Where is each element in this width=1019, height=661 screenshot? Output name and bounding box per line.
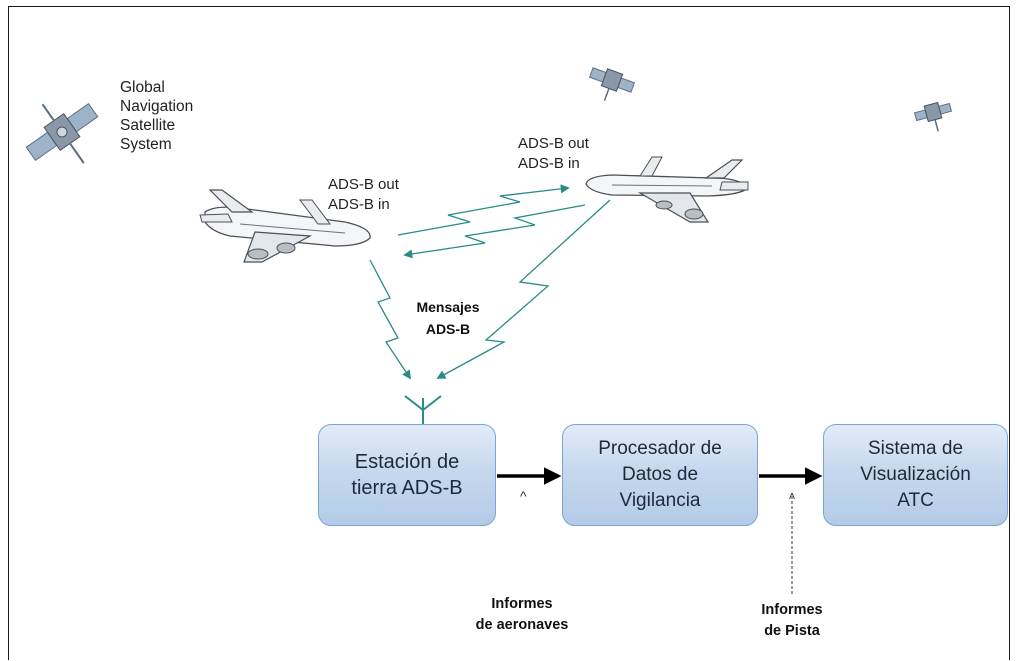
air-to-air-links <box>397 184 586 259</box>
ground-antenna-icon <box>404 395 442 424</box>
aircraft-right-icon <box>585 156 749 223</box>
runway-reports-label: Informes de Pista <box>761 602 823 639</box>
satellite-icon <box>588 67 636 101</box>
caret-mark: ^ <box>520 488 527 504</box>
messages-label: Mensajes ADS-B <box>416 299 480 337</box>
aircraft-left-label: ADS-B out ADS-B in <box>328 176 399 213</box>
ground-station-box: Estación de tierra ADS-B <box>318 424 496 526</box>
atc-display-box: Sistema de Visualización ATC <box>823 424 1008 526</box>
processor-box: Procesador de Datos de Vigilancia <box>562 424 758 526</box>
gnss-satellite-icon <box>25 102 99 164</box>
diagram-frame <box>8 6 1010 660</box>
aircraft-left-icon <box>199 189 371 263</box>
gnss-label: Global Navigation Satellite System <box>120 79 194 153</box>
aircraft-reports-label: Informes de aeronaves <box>475 596 569 633</box>
aircraft-right-label: ADS-B out ADS-B in <box>518 135 589 172</box>
satellite-icon <box>913 101 953 132</box>
air-to-ground-links <box>369 199 611 380</box>
